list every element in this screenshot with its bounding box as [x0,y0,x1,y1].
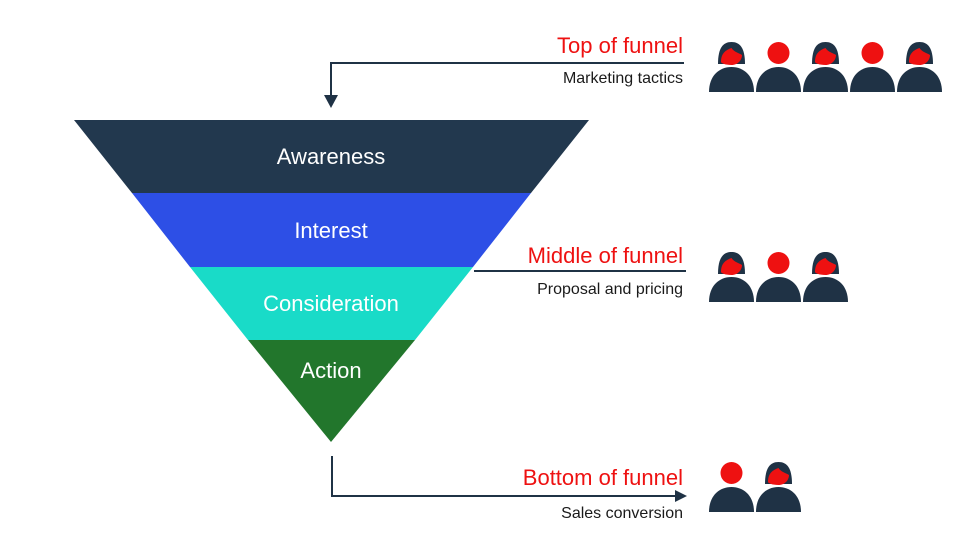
person-female-icon [708,246,755,302]
stage-title-bottom: Bottom of funnel [522,465,683,490]
person-male-icon [708,456,755,512]
band-label-action: Action [300,358,362,383]
band-label-consideration: Consideration [263,291,399,316]
bottom-arrow [331,456,687,502]
stage-title-middle: Middle of funnel [527,243,683,268]
person-female-icon [755,456,802,512]
top-connector-line [330,62,684,96]
person-male-icon [755,36,802,92]
funnel-band-consideration [190,267,473,340]
band-label-interest: Interest [294,218,368,243]
person-female-icon [802,246,849,302]
funnel-band-awareness [74,120,589,193]
person-female-icon [896,36,943,92]
person-female-icon [708,36,755,92]
stage-subtitle-top: Marketing tactics [562,70,683,87]
arrow-icon [324,95,338,108]
top-arrow [324,62,684,108]
stage-title-top: Top of funnel [557,33,683,58]
funnel-band-interest [132,193,531,267]
funnel-band-action [248,340,415,442]
stage-subtitle-middle: Proposal and pricing [537,281,683,298]
people-group-middle [708,246,849,302]
people-group-top [708,36,943,92]
people-group-bottom [708,456,802,512]
person-female-icon [802,36,849,92]
band-label-awareness: Awareness [276,144,386,169]
stage-subtitle-bottom: Sales conversion [561,505,683,522]
person-male-icon [755,246,802,302]
person-male-icon [849,36,896,92]
bottom-connector-line [331,456,676,497]
arrow-icon [675,490,687,502]
